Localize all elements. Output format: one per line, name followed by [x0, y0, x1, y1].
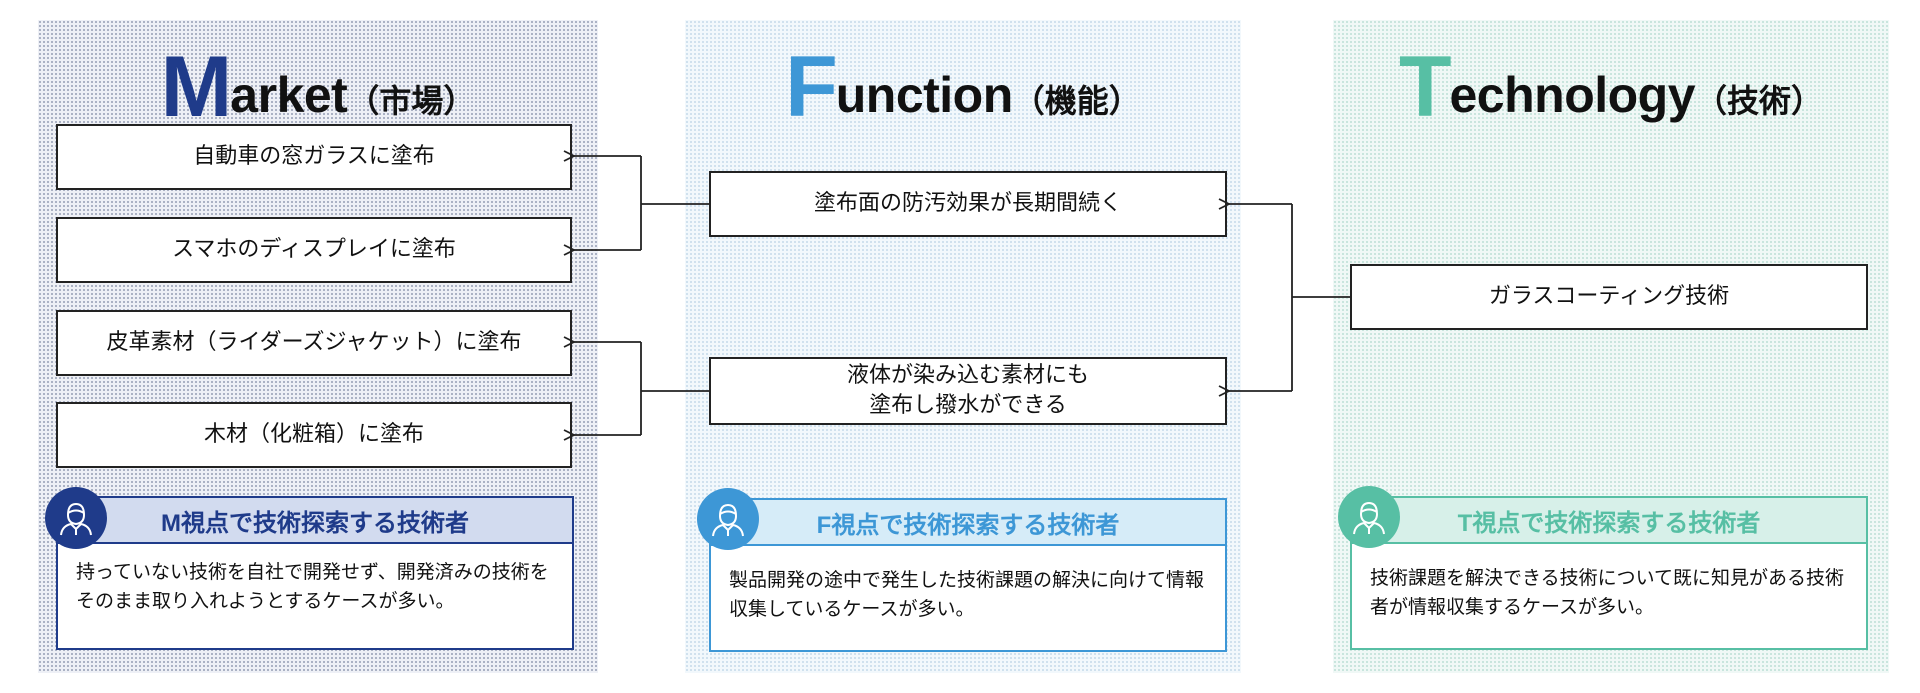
market-title: Market（市場） [38, 38, 598, 137]
technology-initial: T [1398, 39, 1452, 135]
function-title: Function（機能） [685, 38, 1241, 137]
function-persona-description: 製品開発の途中で発生した技術課題の解決に向けて情報収集しているケースが多い。 [709, 546, 1227, 652]
market-persona-description: 持っていない技術を自社で開発せず、開発済みの技術をそのまま取り入れようとするケー… [56, 544, 574, 650]
market-initial: M [160, 39, 233, 135]
technology-persona-description: 技術課題を解決できる技術について既に知見がある技術者が情報収集するケースが多い。 [1350, 544, 1868, 650]
technology-subtitle: （技術） [1695, 82, 1824, 120]
market-item-leather-jacket: 皮革素材（ライダーズジャケット）に塗布 [56, 310, 572, 376]
market-subtitle: （市場） [347, 82, 476, 120]
function-subtitle: （機能） [1012, 82, 1141, 120]
function-item-water-repellent: 液体が染み込む素材にも 塗布し撥水ができる [709, 357, 1227, 425]
engineer-avatar-icon [45, 487, 107, 549]
engineer-avatar-icon [697, 488, 759, 550]
technology-word: echnology [1449, 67, 1696, 123]
engineer-avatar-icon [1338, 486, 1400, 548]
function-item-antifouling: 塗布面の防汚効果が長期間続く [709, 171, 1227, 237]
technology-item-glass-coating: ガラスコーティング技術 [1350, 264, 1868, 330]
market-persona-title: M視点で技術探索する技術者 [56, 496, 574, 544]
function-initial: F [785, 39, 838, 135]
market-item-window-glass: 自動車の窓ガラスに塗布 [56, 124, 572, 190]
market-item-smartphone-display: スマホのディスプレイに塗布 [56, 217, 572, 283]
market-word: arket [230, 67, 348, 123]
technology-title: Technology（技術） [1333, 38, 1889, 137]
market-item-wood-box: 木材（化粧箱）に塗布 [56, 402, 572, 468]
function-word: unction [835, 67, 1014, 123]
function-persona-title: F視点で技術探索する技術者 [709, 498, 1227, 546]
technology-persona-title: T視点で技術探索する技術者 [1350, 496, 1868, 544]
